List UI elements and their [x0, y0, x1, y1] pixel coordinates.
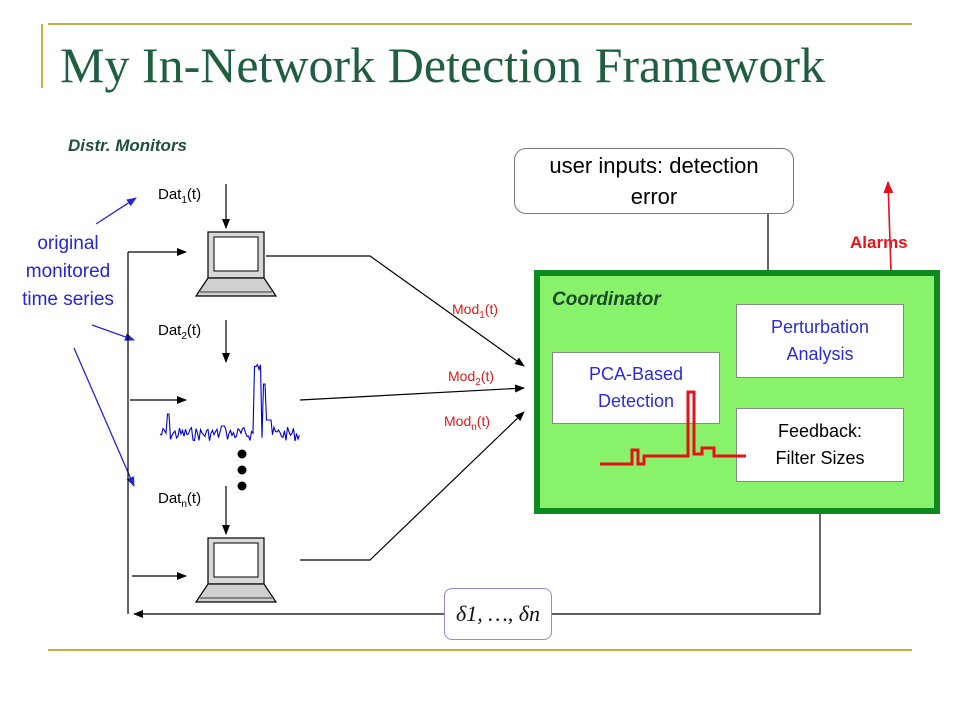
slide-title: My In-Network Detection Framework: [60, 37, 826, 93]
pca-line-2: Detection: [597, 391, 675, 411]
series-label-line-2: monitored: [25, 261, 111, 282]
feedback-line-2: Filter Sizes: [775, 448, 865, 468]
feedback-line-1: Feedback:: [777, 421, 863, 441]
original-series-label: original monitored time series: [0, 230, 136, 314]
return-path: [133, 482, 821, 618]
user-inputs-box: user inputs: detection error: [514, 148, 794, 214]
perturb-line-2: Analysis: [786, 344, 854, 364]
user-inputs-line-2: error: [630, 184, 678, 209]
mod-2-label: Mod2(t): [448, 368, 495, 388]
user-inputs-line-1: user inputs: detection: [549, 153, 759, 178]
feedback-filter-box: Feedback: Filter Sizes: [736, 408, 904, 482]
dat-1-label: Dat1(t): [158, 186, 202, 206]
mod-n-label: Modn(t): [444, 413, 491, 433]
mod-1-label: Mod1(t): [452, 301, 499, 321]
model-links: [266, 255, 525, 561]
distributed-monitors-label: Distr. Monitors: [68, 136, 188, 155]
ellipsis-dots: [237, 449, 247, 491]
detection-signal-overlay: [600, 390, 746, 466]
feedback-bus: [127, 248, 187, 614]
monitor-n-icon: [194, 537, 278, 603]
dat-n-label: Datn(t): [158, 490, 202, 510]
series-label-line-1: original: [37, 233, 99, 254]
alarms-label: Alarms: [850, 233, 908, 252]
dat-2-label: Dat2(t): [158, 322, 202, 342]
filter-sizes-delta-box: δ1, …, δn: [444, 588, 552, 640]
perturbation-analysis-box: Perturbation Analysis: [736, 304, 904, 378]
pca-line-1: PCA-Based: [588, 364, 684, 384]
time-series-sketch: [159, 363, 301, 442]
series-label-line-3: time series: [22, 289, 114, 310]
monitor-1-icon: [194, 231, 278, 297]
perturb-line-1: Perturbation: [770, 317, 870, 337]
series-pointer-arrows: [73, 197, 137, 487]
pca-detection-box: PCA-Based Detection: [552, 352, 720, 424]
coordinator-label: Coordinator: [552, 289, 661, 310]
